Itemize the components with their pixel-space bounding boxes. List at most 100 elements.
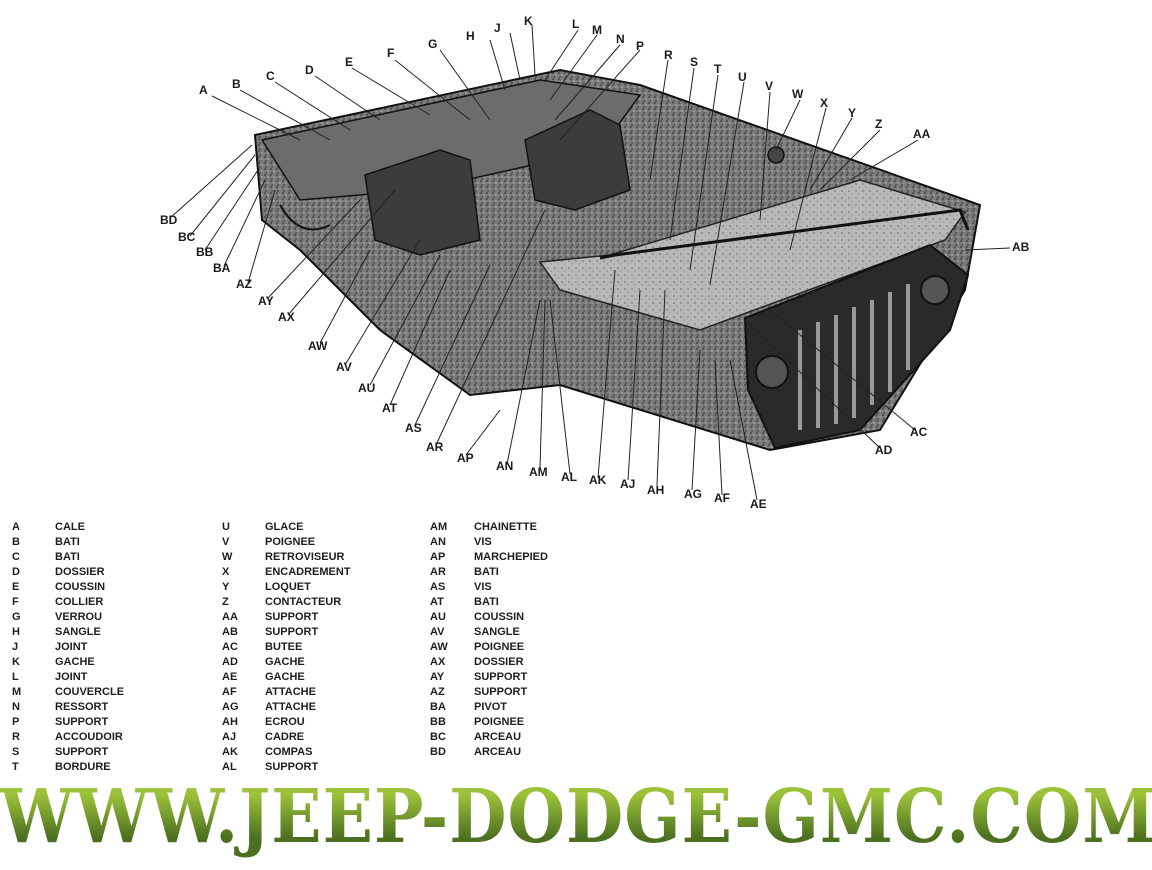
legend-key: AY (430, 671, 445, 683)
legend-label: ACCOUDOIR (55, 731, 123, 743)
legend-row: P SUPPORT (12, 715, 212, 730)
callout-label: C (266, 69, 275, 83)
legend-key: P (12, 716, 20, 728)
legend-label: BUTEE (265, 641, 303, 653)
legend-label: VIS (474, 536, 492, 548)
legend-label: COLLIER (55, 596, 104, 608)
legend-label: ENCADREMENT (265, 566, 351, 578)
legend-key: AZ (430, 686, 445, 698)
callout-label: AV (336, 360, 352, 374)
legend-key: G (12, 611, 21, 623)
legend-label: SUPPORT (474, 671, 528, 683)
callout-label: AP (457, 451, 474, 465)
legend-label: SUPPORT (55, 746, 109, 758)
legend-row: AN VIS (430, 535, 630, 550)
callout-label: B (232, 77, 241, 91)
callout-label: L (572, 17, 580, 31)
legend-label: COMPAS (265, 746, 313, 758)
legend-key: AL (222, 760, 237, 775)
legend-key: AK (222, 746, 238, 758)
legend-label: GACHE (265, 656, 305, 668)
callout-label: AC (910, 425, 928, 439)
legend-key: AR (430, 566, 446, 578)
legend-key: R (12, 731, 20, 743)
legend-label: SUPPORT (55, 716, 109, 728)
legend-key: K (12, 656, 20, 668)
callout-label: J (494, 21, 501, 35)
legend-row: AK COMPAS (222, 745, 422, 760)
callout-label: BB (196, 245, 214, 259)
legend-label: BORDURE (55, 760, 111, 775)
legend-label: DOSSIER (474, 656, 524, 668)
legend-key: X (222, 566, 230, 578)
legend-label: JOINT (55, 671, 88, 683)
legend-label: CONTACTEUR (265, 596, 342, 608)
jeep-body-diagram: A B C D E F G H J K L M N P R S T U V W … (160, 15, 1029, 510)
legend-key: L (12, 671, 19, 683)
callout-label: AM (529, 465, 548, 479)
legend-label: LOQUET (265, 581, 311, 593)
callout-label: AW (308, 339, 328, 353)
legend-label: VIS (474, 581, 492, 593)
legend-label: GLACE (265, 521, 304, 533)
legend-row: R ACCOUDOIR (12, 730, 212, 745)
legend-key: AH (222, 716, 238, 728)
legend-label: RETROVISEUR (265, 551, 345, 563)
legend-label: BATI (474, 596, 499, 608)
callout-label: AS (405, 421, 422, 435)
callout-label: AF (714, 491, 730, 505)
legend-label: GACHE (55, 656, 95, 668)
legend-row: AP MARCHEPIED (430, 550, 630, 565)
legend-key: AP (430, 551, 446, 563)
legend-label: POIGNEE (265, 536, 316, 548)
legend-label: SANGLE (474, 626, 520, 638)
callout-label: AG (684, 487, 702, 501)
legend-key: BD (430, 746, 446, 758)
legend-label: SUPPORT (265, 760, 318, 775)
callout-label: N (616, 32, 625, 46)
legend-label: SANGLE (55, 626, 101, 638)
callout-label: AA (913, 127, 931, 141)
legend-label: ATTACHE (265, 701, 316, 713)
callout-label: AL (561, 470, 577, 484)
callout-label: T (714, 62, 722, 76)
legend-label: MARCHEPIED (474, 551, 548, 563)
callout-label: AN (496, 459, 514, 473)
legend-label: COUSSIN (55, 581, 106, 593)
legend-label: SUPPORT (265, 611, 319, 623)
legend-key: AF (222, 686, 237, 698)
legend-key: AA (222, 611, 238, 623)
legend-key: B (12, 536, 20, 548)
legend-key: BA (430, 701, 446, 713)
legend-key: AU (430, 611, 446, 623)
site-url-banner: WWW.JEEP-DODGE-GMC.COM (0, 762, 1152, 870)
legend-key: AC (222, 641, 238, 653)
legend-row: TBORDURE (12, 760, 212, 775)
callout-label: AJ (620, 477, 636, 491)
legend-key: A (12, 521, 20, 533)
legend-key: AN (430, 536, 446, 548)
callout-label: AU (358, 381, 376, 395)
legend-key: M (12, 686, 22, 698)
legend-label: ARCEAU (474, 731, 522, 743)
legend-key: AM (430, 521, 448, 533)
